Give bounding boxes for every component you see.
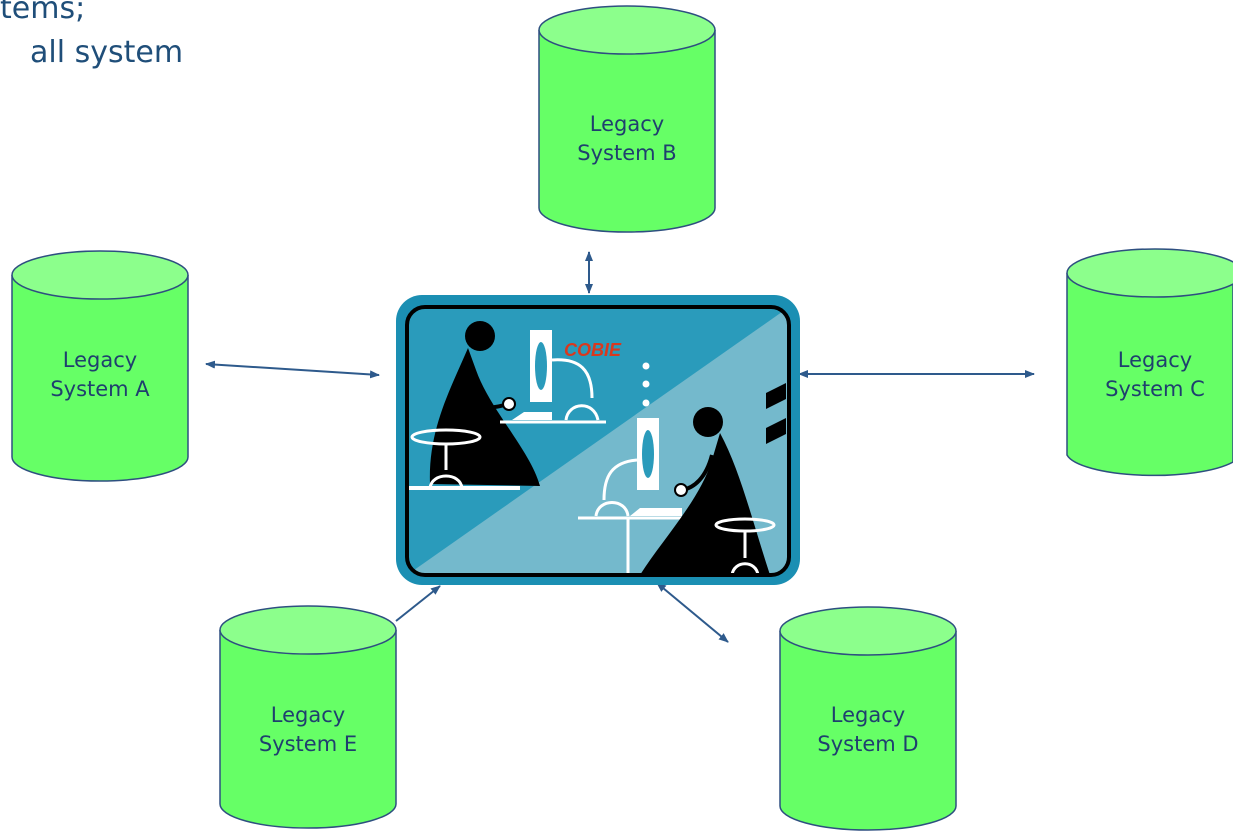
legacy-system-d-line1: Legacy — [831, 703, 905, 727]
monitor-bottom — [578, 418, 690, 575]
heading-fragment-1: tems; — [0, 0, 86, 26]
worker-figure-right — [640, 407, 776, 575]
legacy-system-e-line1: Legacy — [271, 703, 345, 727]
legacy-system-a: Legacy System A — [11, 250, 189, 482]
legacy-system-a-line2: System A — [50, 377, 150, 401]
legacy-system-d-line2: System D — [817, 732, 918, 756]
hub-screen: COBIE — [407, 307, 789, 575]
legacy-system-b-line1: Legacy — [590, 112, 664, 136]
cobie-hub: COBIE — [396, 295, 800, 585]
legacy-system-c-line2: System C — [1105, 377, 1205, 401]
legacy-system-c: Legacy System C — [1066, 248, 1233, 477]
worker-figure-left — [409, 321, 540, 490]
monitor-top — [500, 330, 606, 424]
arrow-a — [205, 360, 380, 379]
hub-screen-border — [405, 305, 791, 577]
legacy-system-b: Legacy System B — [538, 5, 716, 233]
legacy-system-c-line1: Legacy — [1118, 348, 1192, 372]
cobie-label: COBIE — [564, 340, 622, 360]
connection-dots — [642, 362, 650, 407]
arrow-e — [395, 585, 441, 622]
connector-arrows — [205, 251, 1035, 643]
heading-fragment-2: all system — [30, 35, 184, 70]
legacy-system-b-line2: System B — [577, 141, 676, 165]
legacy-system-e-line2: System E — [259, 732, 357, 756]
legacy-system-e: Legacy System E — [219, 605, 397, 829]
side-marks — [766, 383, 786, 444]
legacy-system-d: Legacy System D — [779, 606, 957, 831]
legacy-system-a-line1: Legacy — [63, 348, 137, 372]
arrow-d — [656, 582, 729, 643]
